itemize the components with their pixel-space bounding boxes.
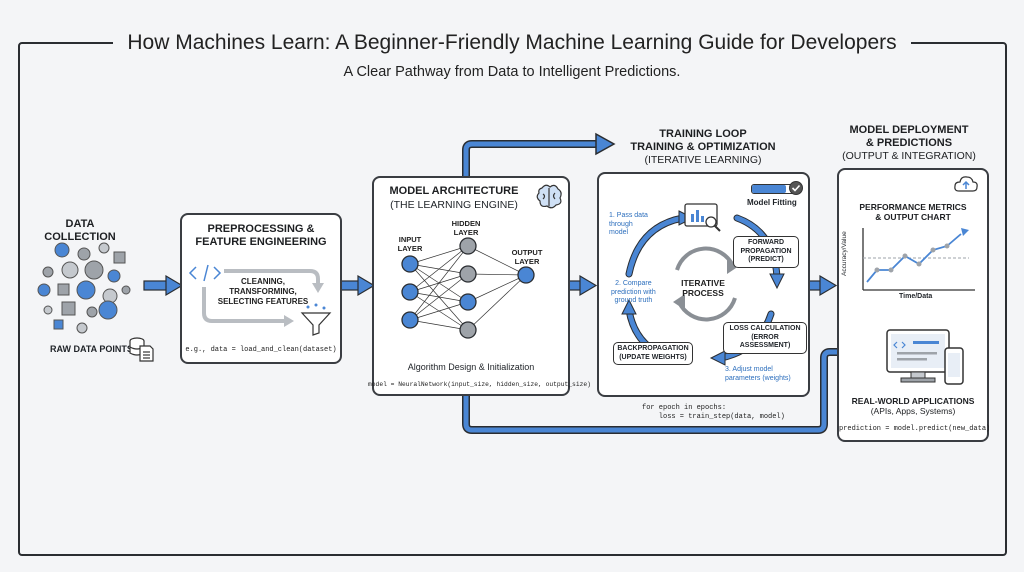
architecture-title: MODEL ARCHITECTURE [389, 185, 519, 197]
architecture-subtitle: (THE LEARNING ENGINE) [390, 199, 518, 211]
architecture-code: model = NeuralNetwork(input_size, hidden… [368, 381, 591, 388]
nn-edge [409, 319, 469, 331]
iterative-label-1: ITERATIVE [681, 278, 725, 288]
output-layer-label-2: LAYER [514, 257, 540, 266]
collection-caption: RAW DATA POINTS [50, 344, 133, 354]
step1-text-2: through [609, 220, 633, 228]
nn-edge [467, 274, 527, 303]
step3-text-1: 3. Adjust model [725, 366, 773, 373]
neural-network-graphic [401, 237, 535, 339]
training-title-2: TRAINING & OPTIMIZATION [630, 141, 776, 153]
hidden-layer-label-1: HIDDEN [451, 219, 481, 228]
cloud-upload-icon [954, 176, 978, 192]
code-icon [188, 264, 222, 282]
nn-node [459, 321, 477, 339]
training-title-1: TRAINING LOOP [659, 128, 747, 140]
metrics-title-2: & OUTPUT CHART [875, 212, 951, 222]
preprocessing-title-2: FEATURE ENGINEERING [195, 236, 327, 248]
filter-funnel-icon [300, 303, 332, 336]
architecture-box: MODEL ARCHITECTURE (THE LEARNING ENGINE)… [368, 176, 591, 396]
nn-node [459, 265, 477, 283]
architecture-caption: Algorithm Design & Initialization [407, 362, 535, 372]
deployment-title-2: & PREDICTIONS [865, 137, 953, 149]
training-box: Model Fitting [597, 172, 810, 397]
output-layer-label-1: OUTPUT [511, 248, 543, 257]
raw-data-points-icon [37, 242, 131, 334]
forward-propagation-card: FORWARD PROPAGATION (PREDICT) [733, 236, 799, 268]
preprocessing-box: PREPROCESSING & FEATURE ENGINEERING CLEA… [180, 213, 342, 364]
input-layer-label-2: LAYER [397, 244, 423, 253]
nn-edge [409, 245, 469, 321]
step2-text-3: ground truth [614, 297, 653, 304]
step2-text-1: 2. Compare [615, 280, 652, 287]
stage-arrows [143, 274, 838, 297]
page-title: How Machines Learn: A Beginner-Friendly … [0, 31, 1024, 55]
database-file-icon [129, 337, 154, 362]
preprocessing-flow-graphic [188, 264, 332, 336]
page-subtitle: A Clear Pathway from Data to Intelligent… [343, 64, 681, 80]
devices-icon [886, 329, 964, 385]
nn-node [459, 237, 477, 255]
step1-text-1: 1. Pass data [609, 212, 648, 219]
preprocessing-caption-1: CLEANING, [241, 277, 285, 286]
deployment-code: prediction = model.predict(new_data) [839, 425, 991, 433]
chart-y-label: Accuracy/Value [841, 231, 848, 276]
backpropagation-card: BACKPROPAGATION (UPDATE WEIGHTS) [613, 342, 693, 365]
preprocessing-title-1: PREPROCESSING & [207, 223, 315, 235]
check-icon [789, 181, 803, 195]
model-fitting-badge: Model Fitting [747, 198, 797, 207]
preprocessing-caption-2: TRANSFORMING, [229, 287, 297, 296]
input-layer-label-1: INPUT [398, 235, 422, 244]
preprocessing-code: e.g., data = load_and_clean(dataset) [185, 346, 337, 354]
nn-node [401, 255, 419, 273]
nn-edge [467, 245, 527, 276]
deployment-title-1: MODEL DEPLOYMENT [849, 124, 969, 136]
training-code: for epoch in epochs: loss = train_step(d… [642, 404, 785, 421]
nn-node [517, 266, 535, 284]
progress-fill [752, 185, 787, 193]
metrics-title-1: PERFORMANCE METRICS [859, 202, 967, 212]
deployment-subtitle: (OUTPUT & INTEGRATION) [842, 150, 976, 162]
brain-gear-icon [536, 184, 562, 209]
step1-text-3: model [609, 229, 629, 236]
apps-title-1: REAL-WORLD APPLICATIONS [851, 396, 975, 406]
nn-edge [409, 245, 469, 265]
nn-node [401, 283, 419, 301]
nn-edge [409, 273, 469, 321]
nn-edge [467, 273, 527, 276]
nn-node [401, 311, 419, 329]
nn-edge [409, 245, 469, 293]
step2-text-2: prediction with [611, 288, 656, 296]
nn-node [459, 293, 477, 311]
step3-text-2: parameters (weights) [725, 374, 791, 382]
apps-title-2: (APIs, Apps, Systems) [870, 406, 956, 416]
performance-chart [862, 228, 975, 291]
training-subtitle: (ITERATIVE LEARNING) [644, 154, 762, 166]
monitor-search-icon [684, 203, 721, 232]
preprocessing-caption-3: SELECTING FEATURES [217, 297, 309, 306]
collection-title: DATA COLLECTION [44, 218, 116, 243]
loss-calculation-card: LOSS CALCULATION (ERROR ASSESSMENT) [723, 322, 807, 354]
top-flow-arrow [462, 140, 602, 180]
iterative-label-2: PROCESS [682, 288, 724, 298]
chart-x-label: Time/Data [899, 293, 933, 300]
hidden-layer-label-2: LAYER [453, 228, 479, 237]
nn-edge [409, 301, 469, 321]
nn-edge [467, 274, 527, 331]
deployment-box: PERFORMANCE METRICS & OUTPUT CHART Accur… [837, 168, 991, 442]
